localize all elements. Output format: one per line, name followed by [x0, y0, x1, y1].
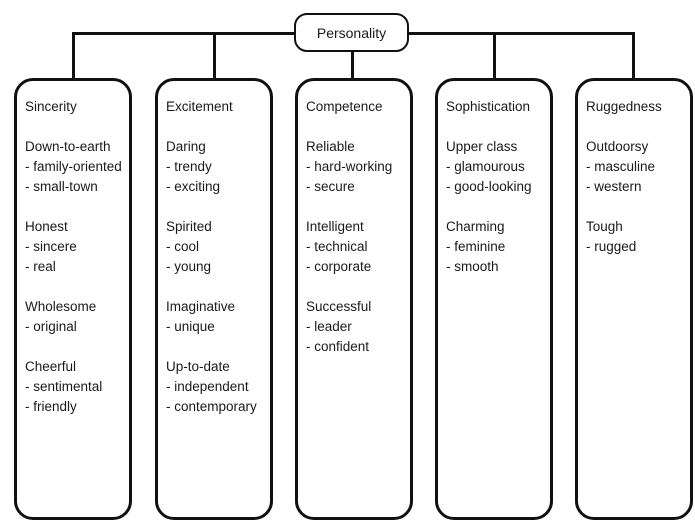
trait-group: Intelligent - technical - corporate: [306, 217, 406, 277]
trait-head: Wholesome: [25, 299, 97, 314]
trait-group: Daring - trendy - exciting: [166, 137, 266, 197]
trait-group: Successful - leader - confident: [306, 297, 406, 357]
dimension-title: Excitement: [166, 99, 233, 114]
trait-item: - western: [586, 179, 642, 194]
trait-item: - smooth: [446, 259, 499, 274]
trait-head: Upper class: [446, 139, 518, 154]
trait-group: Cheerful - sentimental - friendly: [25, 357, 125, 417]
trait-group: Tough - rugged: [586, 217, 686, 257]
trait-item: - trendy: [166, 159, 212, 174]
dimension-box-competence: Competence Reliable - hard-working - sec…: [295, 78, 413, 520]
trait-head: Tough: [586, 219, 623, 234]
trait-group: Outdoorsy - masculine - western: [586, 137, 686, 197]
trait-head: Successful: [306, 299, 372, 314]
dimension-title: Ruggedness: [586, 99, 662, 114]
trait-item: - hard-working: [306, 159, 393, 174]
connector-drop-ruggedness: [631, 31, 635, 80]
trait-item: - real: [25, 259, 56, 274]
trait-group: Down-to-earth - family-oriented - small-…: [25, 137, 125, 197]
trait-group: Honest - sincere - real: [25, 217, 125, 277]
trait-item: - small-town: [25, 179, 98, 194]
dimension-title: Competence: [306, 99, 383, 114]
trait-group: Imaginative - unique: [166, 297, 266, 337]
trait-head: Spirited: [166, 219, 212, 234]
trait-group: Reliable - hard-working - secure: [306, 137, 406, 197]
trait-item: - contemporary: [166, 399, 257, 414]
dimension-box-sincerity: Sincerity Down-to-earth - family-oriente…: [14, 78, 132, 520]
trait-group: Charming - feminine - smooth: [446, 217, 546, 277]
dimension-box-excitement: Excitement Daring - trendy - exciting Sp…: [155, 78, 273, 520]
trait-item: - corporate: [306, 259, 372, 274]
trait-item: - independent: [166, 379, 249, 394]
trait-group: Wholesome - original: [25, 297, 125, 337]
trait-group: Upper class - glamourous - good-looking: [446, 137, 546, 197]
trait-item: - family-oriented: [25, 159, 122, 174]
connector-drop-sincerity: [71, 31, 75, 80]
trait-item: - young: [166, 259, 212, 274]
trait-head: Reliable: [306, 139, 355, 154]
trait-item: - secure: [306, 179, 355, 194]
trait-group: Up-to-date - independent - contemporary: [166, 357, 266, 417]
connector-drop-sophistication: [492, 31, 496, 80]
dimension-box-sophistication: Sophistication Upper class - glamourous …: [435, 78, 553, 520]
trait-head: Intelligent: [306, 219, 364, 234]
trait-head: Down-to-earth: [25, 139, 111, 154]
trait-item: - exciting: [166, 179, 221, 194]
trait-head: Outdoorsy: [586, 139, 649, 154]
connector-drop-competence: [351, 50, 354, 79]
trait-item: - unique: [166, 319, 215, 334]
trait-item: - good-looking: [446, 179, 532, 194]
dimension-title: Sophistication: [446, 99, 531, 114]
trait-head: Charming: [446, 219, 505, 234]
trait-item: - feminine: [446, 239, 506, 254]
trait-item: - sincere: [25, 239, 77, 254]
trait-head: Daring: [166, 139, 206, 154]
trait-head: Cheerful: [25, 359, 77, 374]
trait-item: - original: [25, 319, 77, 334]
trait-item: - confident: [306, 339, 370, 354]
personality-node: Personality: [294, 13, 409, 52]
dimension-title: Sincerity: [25, 99, 77, 114]
trait-head: Imaginative: [166, 299, 236, 314]
trait-item: - rugged: [586, 239, 637, 254]
connector-drop-excitement: [212, 31, 216, 80]
trait-item: - technical: [306, 239, 368, 254]
trait-item: - sentimental: [25, 379, 103, 394]
trait-item: - leader: [306, 319, 352, 334]
trait-head: Up-to-date: [166, 359, 230, 374]
personality-label: Personality: [316, 24, 387, 41]
trait-group: Spirited - cool - young: [166, 217, 266, 277]
trait-item: - cool: [166, 239, 200, 254]
trait-item: - friendly: [25, 399, 77, 414]
trait-head: Honest: [25, 219, 68, 234]
trait-item: - glamourous: [446, 159, 525, 174]
trait-item: - masculine: [586, 159, 656, 174]
dimension-box-ruggedness: Ruggedness Outdoorsy - masculine - weste…: [575, 78, 693, 520]
